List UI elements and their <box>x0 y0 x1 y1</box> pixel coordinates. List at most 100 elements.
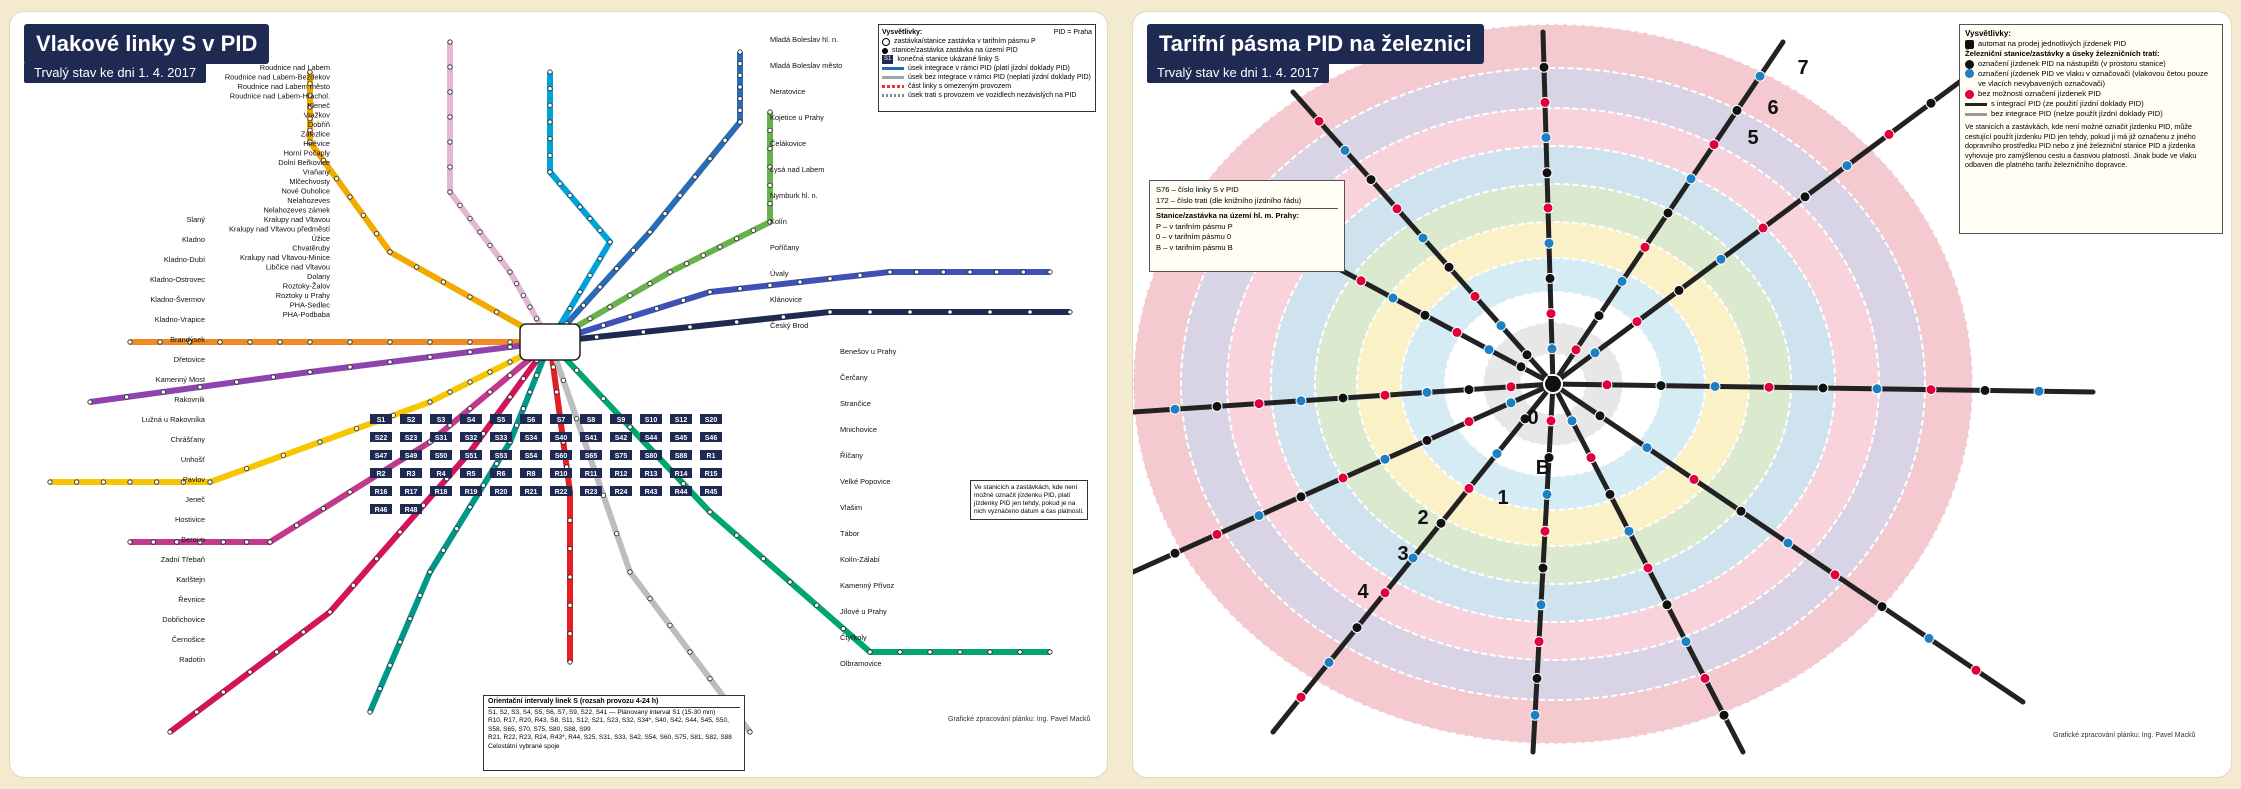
station-label: Mnichovice <box>840 425 877 434</box>
station-dot <box>507 339 513 345</box>
station-dot <box>814 602 820 608</box>
station-dot <box>187 339 193 345</box>
station-label: Říčany <box>840 451 863 460</box>
station-label: Roudnice nad Labem město <box>238 82 330 91</box>
station-dot <box>1505 397 1517 409</box>
station-label: Černošice <box>172 635 205 644</box>
station-dot <box>507 269 513 275</box>
station-dot <box>180 479 186 485</box>
non-integrated-line-icon <box>882 76 904 79</box>
station-dot <box>1673 284 1685 296</box>
station-dot <box>737 96 743 102</box>
line-badge: S6 <box>520 414 542 424</box>
station-dot <box>627 292 633 298</box>
line-badge: R16 <box>370 486 392 496</box>
station-dot <box>857 272 863 278</box>
station-dot <box>477 229 483 235</box>
line-badge-label: S45 <box>675 435 688 442</box>
legend-row: označení jízdenek PID na nástupišti (v p… <box>1978 59 2166 68</box>
station-dot <box>307 92 313 98</box>
station-label: Karlštejn <box>176 575 205 584</box>
station-dot <box>1339 144 1351 156</box>
station-dot <box>407 616 413 622</box>
station-dot <box>787 579 793 585</box>
station-dot <box>280 452 286 458</box>
line-badge: R3 <box>400 468 422 478</box>
line-badge: R44 <box>670 486 692 496</box>
station-dot <box>1337 392 1349 404</box>
info-line: B – v tarifním pásmu B <box>1156 242 1233 252</box>
line-badge-box <box>580 432 602 442</box>
station-dot <box>767 109 773 115</box>
station-dot <box>1463 384 1475 396</box>
station-dot <box>127 479 133 485</box>
station-label: Čtyřkoly <box>840 633 867 642</box>
station-dot <box>514 281 520 287</box>
line-badge-label: S5 <box>497 417 506 424</box>
line-badge: R2 <box>370 468 392 478</box>
line-badge-box <box>460 432 482 442</box>
station-dot <box>760 556 766 562</box>
station-label: Kamenný Most <box>156 375 205 384</box>
station-dot <box>327 609 333 615</box>
zone-label: P <box>1546 373 1559 395</box>
station-dot <box>1483 344 1495 356</box>
station-label: Chrášťany <box>171 435 206 444</box>
station-label: Dobříň <box>308 120 330 129</box>
station-dot <box>507 344 513 350</box>
station-dot <box>734 319 740 325</box>
station-dot <box>614 266 620 272</box>
station-dot <box>1661 599 1673 611</box>
line-badge-box <box>490 450 512 460</box>
station-dot <box>547 69 553 75</box>
line-badge-box <box>490 468 512 478</box>
station-dot <box>1538 61 1550 73</box>
station-dot <box>1616 275 1628 287</box>
station-dot <box>414 264 420 270</box>
station-dot <box>1379 389 1391 401</box>
line-badge: S40 <box>550 432 572 442</box>
line-badge: S31 <box>430 432 452 442</box>
station-dot <box>547 119 553 125</box>
station-dot <box>734 236 740 242</box>
legend-row: část linky s omezeným provozem <box>908 83 1012 90</box>
station-dot <box>1295 395 1307 407</box>
station-dot <box>1421 386 1433 398</box>
station-label: Jeneč <box>185 495 205 504</box>
line-badge-label: S34 <box>525 435 538 442</box>
line-badge-box <box>700 432 722 442</box>
legend: Vysvětlivky:PID = Praha zastávka/stanice… <box>878 24 1096 112</box>
line-badge-box <box>370 432 392 442</box>
station-dot <box>1883 128 1895 140</box>
station-dot <box>1295 691 1307 703</box>
line-badge-box <box>640 450 662 460</box>
line-badge: R5 <box>460 468 482 478</box>
station-dot <box>647 596 653 602</box>
station-label: Roztoky-Žalov <box>283 282 331 291</box>
station-dot <box>307 69 313 75</box>
station-dot <box>737 49 743 55</box>
station-dot <box>1351 622 1363 634</box>
station-dot <box>527 304 533 310</box>
station-label: Kladno-Vrapice <box>155 315 205 324</box>
line-badge-box <box>520 486 542 496</box>
line-badge-label: R3 <box>407 471 416 478</box>
station-label: Lužná u Rakovníka <box>142 415 206 424</box>
station-dot <box>1505 381 1517 393</box>
line-badge-label: S9 <box>617 417 626 424</box>
line-badge-label: S8 <box>587 417 596 424</box>
station-dot <box>157 339 163 345</box>
station-dot <box>1731 104 1743 116</box>
zone-label: 4 <box>1357 581 1369 603</box>
station-dot <box>737 72 743 78</box>
station-dot <box>797 279 803 285</box>
station-dot <box>447 139 453 145</box>
line-badge-box <box>610 468 632 478</box>
line-badge-label: S88 <box>675 453 688 460</box>
rail-line <box>367 340 553 714</box>
station-label: Roztoky u Prahy <box>276 291 331 300</box>
line-badge-box <box>400 414 422 424</box>
line-badge-label: S23 <box>405 435 418 442</box>
